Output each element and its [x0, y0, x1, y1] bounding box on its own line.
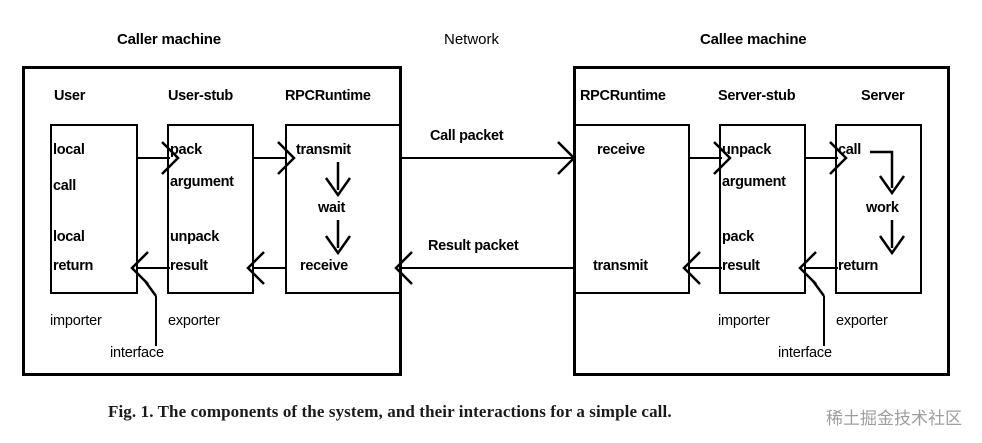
callee-col-head-server-stub: Server-stub: [718, 88, 796, 104]
network-link-call-packet-label: Call packet: [430, 128, 504, 144]
callee-arrowhead-server-stub-to-runtime-icon: [682, 251, 701, 285]
callee-server-line-work: work: [866, 200, 899, 216]
network-title: Network: [444, 31, 500, 48]
caller-arrowhead-runtime-to-stub-icon: [246, 251, 265, 285]
callee-arrow-call-to-work-icon: [870, 150, 906, 196]
caller-user-line-return: return: [53, 258, 94, 274]
callee-machine-title: Callee machine: [700, 31, 807, 48]
callee-arrowhead-server-to-server-stub-icon: [798, 251, 817, 285]
callee-link-server-stub-to-runtime-return: [690, 267, 722, 269]
caller-arrowhead-stub-to-user-icon: [130, 251, 149, 285]
caller-user-line-local-2: local: [53, 229, 85, 245]
caller-arrowhead-stub-to-runtime-icon: [277, 141, 296, 175]
callee-rpcruntime-box: [574, 124, 690, 294]
caller-rpcruntime-line-wait: wait: [318, 200, 345, 216]
caller-machine-title: Caller machine: [117, 31, 221, 48]
caller-arrowhead-user-to-stub-icon: [161, 141, 180, 175]
callee-interface-label: interface: [778, 345, 832, 361]
callee-server-stub-line-result: result: [722, 258, 760, 274]
caller-link-runtime-to-stub-return: [254, 267, 287, 269]
callee-arrowhead-server-stub-to-server-icon: [829, 141, 848, 175]
callee-role-importer: importer: [718, 313, 770, 329]
callee-server-stub-box: [719, 124, 806, 294]
caller-user-box: [50, 124, 138, 294]
callee-link-runtime-to-server-stub: [690, 157, 722, 159]
caller-link-stub-to-user-return: [138, 267, 170, 269]
caller-arrow-wait-to-receive-icon: [324, 220, 352, 256]
caller-user-stub-box: [167, 124, 254, 294]
caller-col-head-rpcruntime: RPCRuntime: [285, 88, 371, 104]
caller-role-exporter: exporter: [168, 313, 220, 329]
callee-role-exporter: exporter: [836, 313, 888, 329]
callee-arrow-work-to-return-icon: [878, 220, 906, 256]
network-arrowhead-result-packet-icon: [394, 251, 413, 285]
caller-link-stub-to-runtime: [254, 157, 287, 159]
caller-user-stub-line-pack: pack: [170, 142, 202, 158]
callee-arrowhead-runtime-to-server-stub-icon: [713, 141, 732, 175]
caller-rpcruntime-line-transmit: transmit: [296, 142, 351, 158]
caller-interface-leader-line: [143, 280, 158, 346]
callee-server-stub-line-argument: argument: [722, 174, 786, 190]
watermark-text: 稀土掘金技术社区: [826, 409, 962, 429]
caller-user-stub-line-argument: argument: [170, 174, 234, 190]
callee-server-line-return: return: [838, 258, 879, 274]
caller-link-user-to-stub: [138, 157, 170, 159]
callee-col-head-server: Server: [861, 88, 905, 104]
caller-user-line-call: call: [53, 178, 76, 194]
callee-server-line-call: call: [838, 142, 861, 158]
caller-user-stub-line-unpack: unpack: [170, 229, 219, 245]
callee-rpcruntime-line-transmit: transmit: [593, 258, 648, 274]
caller-arrow-transmit-to-wait-icon: [324, 162, 352, 198]
figure-caption: Fig. 1. The components of the system, an…: [108, 402, 672, 421]
caller-user-stub-line-result: result: [170, 258, 208, 274]
caller-role-importer: importer: [50, 313, 102, 329]
callee-link-server-stub-to-server: [806, 157, 838, 159]
caller-user-line-local: local: [53, 142, 85, 158]
callee-col-head-rpcruntime: RPCRuntime: [580, 88, 666, 104]
callee-link-server-to-server-stub-return: [806, 267, 838, 269]
callee-rpcruntime-line-receive: receive: [597, 142, 645, 158]
caller-col-head-user-stub: User-stub: [168, 88, 233, 104]
caller-rpcruntime-line-receive: receive: [300, 258, 348, 274]
caller-rpcruntime-box: [285, 124, 401, 294]
callee-interface-leader-line: [811, 280, 826, 346]
caller-interface-label: interface: [110, 345, 164, 361]
callee-server-stub-line-unpack: unpack: [722, 142, 771, 158]
network-link-result-packet-line: [402, 267, 574, 269]
caller-col-head-user: User: [54, 88, 86, 104]
callee-server-box: [835, 124, 922, 294]
network-link-call-packet-line: [402, 157, 572, 159]
network-link-result-packet-label: Result packet: [428, 238, 519, 254]
callee-server-stub-line-pack: pack: [722, 229, 754, 245]
